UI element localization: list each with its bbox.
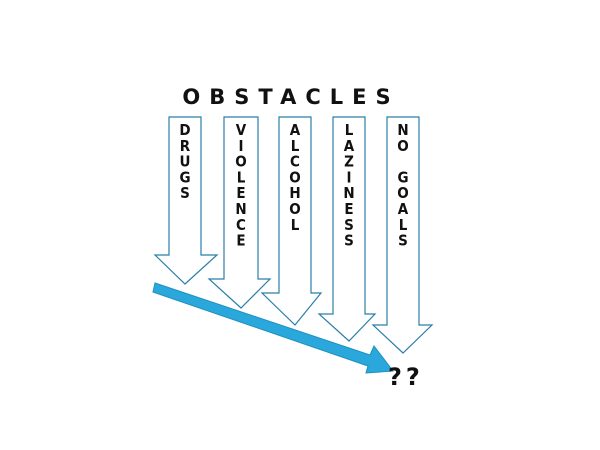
trend-arrow [152, 282, 394, 374]
obstacle-arrow-shape [371, 116, 434, 354]
obstacle-arrow-shape [260, 116, 323, 326]
trend-arrow-shape [152, 282, 394, 374]
obstacle-arrow-shape [207, 116, 272, 309]
diagram-title: OBSTACLES [182, 85, 399, 109]
obstacle-arrow-shape [317, 116, 377, 342]
result-question-marks: ?? [388, 363, 424, 391]
obstacle-arrow-shape [153, 116, 219, 285]
